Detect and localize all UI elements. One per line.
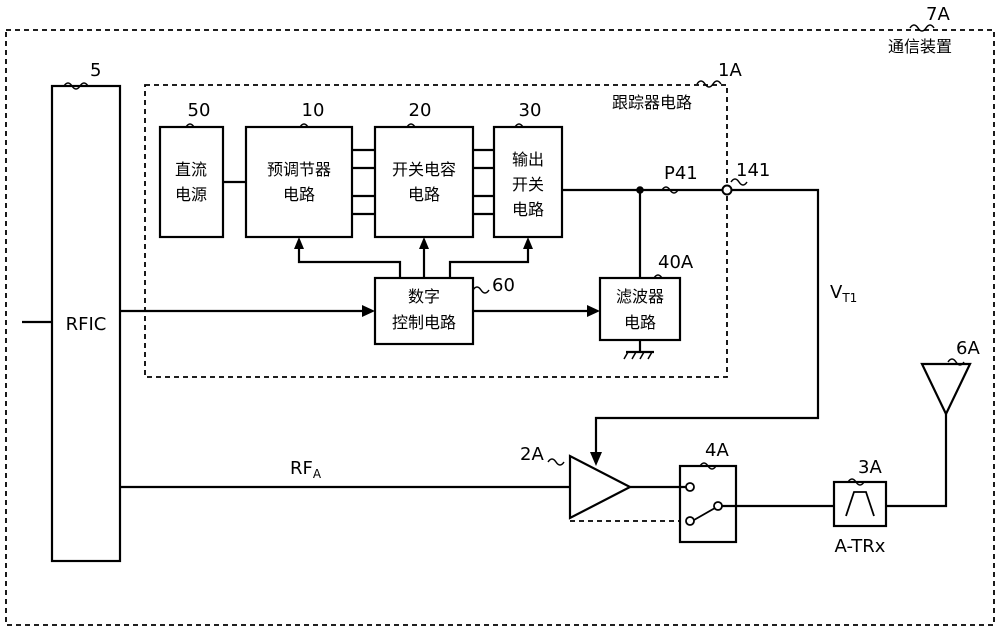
antenna — [922, 364, 970, 414]
switched-cap-ref: 20 — [409, 100, 432, 121]
vt1-supply-arrow — [590, 452, 602, 466]
output-switch-line3: 电路 — [512, 200, 544, 219]
dc-power-ref: 50 — [188, 100, 211, 121]
dc-power-line1: 直流 — [175, 160, 207, 179]
pre-regulator-ref: 10 — [302, 100, 325, 121]
output-switch-ref: 30 — [519, 100, 542, 121]
tracker-ref-leader — [697, 81, 721, 87]
switch-block — [680, 466, 736, 542]
rfic-to-control-arrow — [362, 305, 375, 317]
dc-power-line2: 电源 — [175, 185, 207, 204]
switched-cap-block — [375, 127, 473, 237]
device-ref: 7A — [926, 4, 950, 25]
rfa-sub: A — [313, 467, 322, 481]
filter-ref: 40A — [658, 252, 694, 273]
terminal-141 — [723, 186, 732, 195]
filter-line2: 电路 — [624, 313, 656, 332]
rfa-main: RF — [290, 458, 313, 479]
vt1-label: VT1 — [830, 282, 857, 305]
rfic-ref: 5 — [90, 60, 101, 81]
digital-control-ref: 60 — [492, 275, 515, 296]
switched-cap-line2: 电路 — [408, 185, 440, 204]
power-amplifier — [570, 456, 630, 518]
vt1-sub: T1 — [841, 291, 857, 305]
amplifier-ref-leader — [548, 459, 564, 465]
duplexer-to-antenna-line — [886, 414, 946, 506]
duplexer-block — [834, 482, 886, 526]
tracker-label: 跟踪器电路 — [612, 93, 692, 112]
rfa-label: RFA — [290, 458, 322, 481]
rfic-label: RFIC — [66, 314, 107, 335]
pre-regulator-line2: 电路 — [283, 185, 315, 204]
antenna-ref: 6A — [956, 338, 980, 359]
ground-symbol — [624, 340, 654, 359]
duplexer-ref: 3A — [858, 457, 882, 478]
device-label: 通信装置 — [888, 37, 952, 56]
output-switch-line1: 输出 — [512, 150, 544, 169]
digital-control-line2: 控制电路 — [392, 313, 456, 332]
tracker-ref: 1A — [718, 60, 742, 81]
pre-regulator-line1: 预调节器 — [267, 160, 331, 179]
digital-control-line1: 数字 — [408, 287, 440, 306]
vt1-main: V — [830, 282, 843, 303]
filter-line1: 滤波器 — [616, 287, 664, 306]
preregulator-to-switchedcap-lines — [352, 150, 375, 214]
terminal-141-label: 141 — [736, 160, 770, 181]
switch-ref: 4A — [705, 440, 729, 461]
dc-power-block — [160, 127, 223, 237]
device-ref-leader — [910, 25, 934, 31]
switchedcap-to-outputswitch-lines — [473, 150, 494, 214]
digital-control-ref-leader — [473, 287, 489, 293]
control-lines — [294, 237, 533, 278]
amplifier-ref: 2A — [520, 444, 544, 465]
node-p41-label: P41 — [664, 163, 698, 184]
output-switch-line2: 开关 — [512, 175, 544, 194]
pre-regulator-block — [246, 127, 352, 237]
duplexer-label: A-TRx — [835, 536, 886, 557]
switched-cap-line1: 开关电容 — [392, 160, 456, 179]
control-to-filter-arrow — [587, 305, 600, 317]
